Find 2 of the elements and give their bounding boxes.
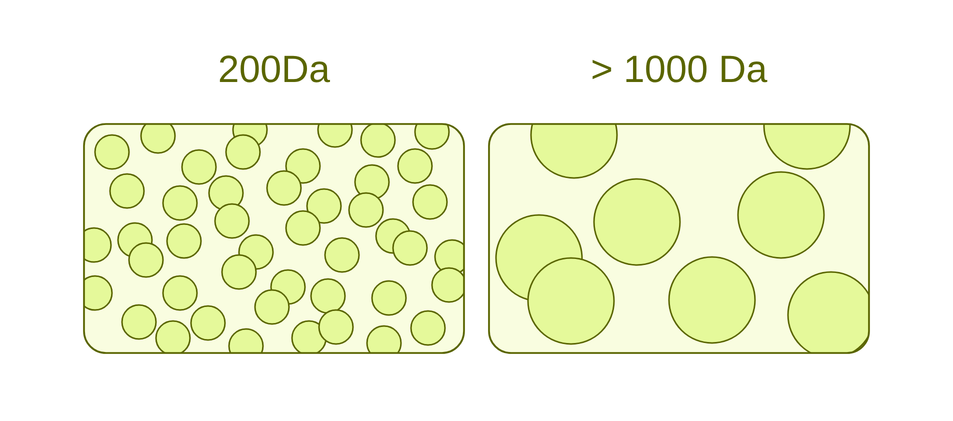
panel-heading: > 1000 Da [590, 48, 768, 92]
panel-heading: 200Da [218, 48, 330, 92]
